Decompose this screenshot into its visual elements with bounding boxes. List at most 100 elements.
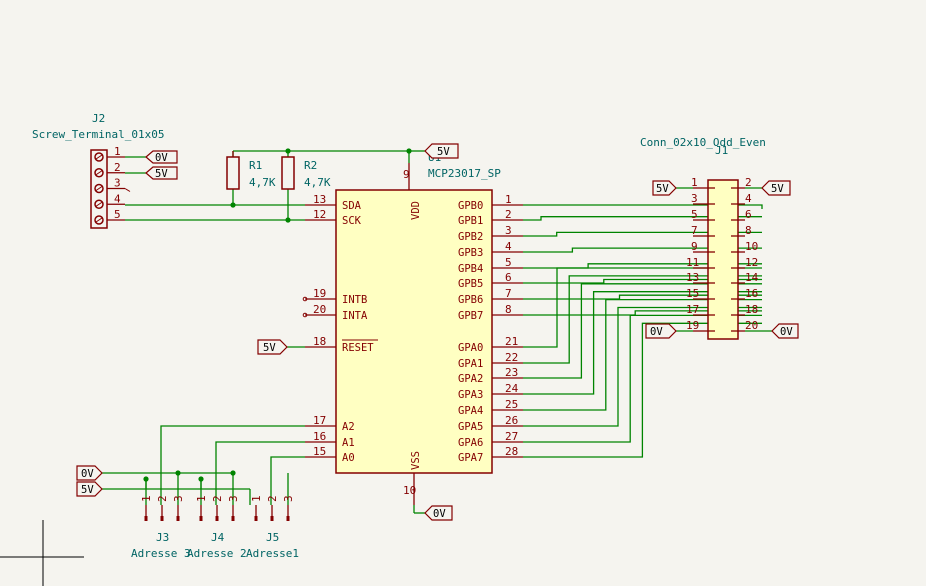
pin-name: GPA2 xyxy=(458,373,483,385)
power-flag-vss-0v[interactable]: 0V xyxy=(424,505,453,521)
u1-pin-gpb4: GPB4 5 xyxy=(458,256,523,275)
power-flag-j1-0v-left[interactable]: 0V xyxy=(645,323,677,339)
j2-pin-number: 5 xyxy=(114,208,121,221)
power-label: 0V xyxy=(81,468,94,480)
j1-pin-number: 16 xyxy=(745,287,758,300)
jumper-ref: J5 xyxy=(266,531,279,544)
power-flag-j2-5v[interactable]: 5V xyxy=(145,166,178,180)
power-label: 0V xyxy=(433,508,446,520)
j1-pin-number: 11 xyxy=(686,256,699,269)
j2-pin-number: 2 xyxy=(114,161,121,174)
power-label: 0V xyxy=(650,326,663,338)
pin-num-vss: 10 xyxy=(403,484,416,497)
j1-pin-number: 3 xyxy=(691,192,698,205)
power-label: 0V xyxy=(155,152,168,164)
pin-name: GPA1 xyxy=(458,358,483,370)
wire xyxy=(523,275,762,364)
wire xyxy=(523,298,762,411)
j1-left-pin: 5 xyxy=(691,208,715,221)
j1-pin-number: 2 xyxy=(745,176,752,189)
j2-value: Screw_Terminal_01x05 xyxy=(32,128,164,141)
pin-name-sda: SDA xyxy=(342,200,362,212)
wire xyxy=(523,263,762,269)
connector-j1[interactable]: J1 Conn_02x10_Odd_Even 13579111315171924… xyxy=(640,136,766,340)
power-flag-j1-0v-right[interactable]: 0V xyxy=(771,323,799,339)
power-label: 5V xyxy=(437,146,450,158)
resistor-r1[interactable]: R1 4,7K xyxy=(226,151,276,190)
ic-u1[interactable]: U1 MCP23017_SP 13 12 19 20 18 17 16 15 S… xyxy=(302,151,523,505)
pin-number: 27 xyxy=(505,430,518,443)
j1-right-pin: 18 xyxy=(731,303,758,316)
pin-name: GPB0 xyxy=(458,200,483,212)
pin-name: GPA7 xyxy=(458,452,483,464)
wire xyxy=(523,322,762,458)
j1-pin-number: 9 xyxy=(691,240,698,253)
power-flag-addr-0v[interactable]: 0V xyxy=(76,465,103,481)
j2-pin-number: 1 xyxy=(114,145,121,158)
pin-number: 6 xyxy=(505,271,512,284)
pin-name-vdd: VDD xyxy=(410,201,422,220)
pin-num-a0: 15 xyxy=(313,445,326,458)
pin-name: GPB4 xyxy=(458,263,483,275)
pin-num-inta: 20 xyxy=(313,303,326,316)
pin-number: 8 xyxy=(505,303,512,316)
wire xyxy=(523,247,762,253)
j1-pin-number: 4 xyxy=(745,192,752,205)
pin-name: GPA4 xyxy=(458,405,483,417)
j1-pin-number: 5 xyxy=(691,208,698,221)
j1-left-pin: 9 xyxy=(691,240,715,253)
pin-name-reset: RESET xyxy=(342,342,374,354)
power-flag-vdd-5v[interactable]: 5V xyxy=(424,143,459,159)
j1-pin-number: 20 xyxy=(745,319,758,332)
resistor-r2[interactable]: R2 4,7K xyxy=(281,156,331,190)
wire xyxy=(523,294,762,300)
j1-pin-number: 6 xyxy=(745,208,752,221)
pin-name-intb: INTB xyxy=(342,294,367,306)
pin-number: 5 xyxy=(505,256,512,269)
power-flag-j1-5v-right[interactable]: 5V xyxy=(761,180,791,196)
j2-pin-number: 3 xyxy=(114,177,121,190)
pin-number: 7 xyxy=(505,287,512,300)
jumper-pin-number: 2 xyxy=(156,495,169,502)
wire xyxy=(523,310,762,316)
j1-left-pin: 1 xyxy=(691,176,715,189)
power-flag-j1-5v-left[interactable]: 5V xyxy=(652,180,677,196)
j2-pin: 1 xyxy=(94,145,125,162)
power-flag-j2-0v[interactable]: 0V xyxy=(145,150,178,164)
jumper-pin-number: 3 xyxy=(282,495,295,502)
j1-pin-number: 19 xyxy=(686,319,699,332)
pin-name: GPB3 xyxy=(458,247,483,259)
pin-name-inta: INTA xyxy=(342,310,368,322)
power-flag-reset-5v[interactable]: 5V xyxy=(257,339,288,355)
pin-num-a2: 17 xyxy=(313,414,326,427)
j1-left-pin: 13 xyxy=(686,271,715,284)
pin-number: 3 xyxy=(505,224,512,237)
pin-num-intb: 19 xyxy=(313,287,326,300)
pin-name: GPB6 xyxy=(458,294,483,306)
wire xyxy=(523,278,762,284)
jumper-pin-number: 3 xyxy=(227,495,240,502)
r2-value: 4,7K xyxy=(304,176,331,189)
bus-wires xyxy=(523,204,763,458)
pin-number: 28 xyxy=(505,445,518,458)
power-flag-addr-5v[interactable]: 5V xyxy=(76,481,103,497)
